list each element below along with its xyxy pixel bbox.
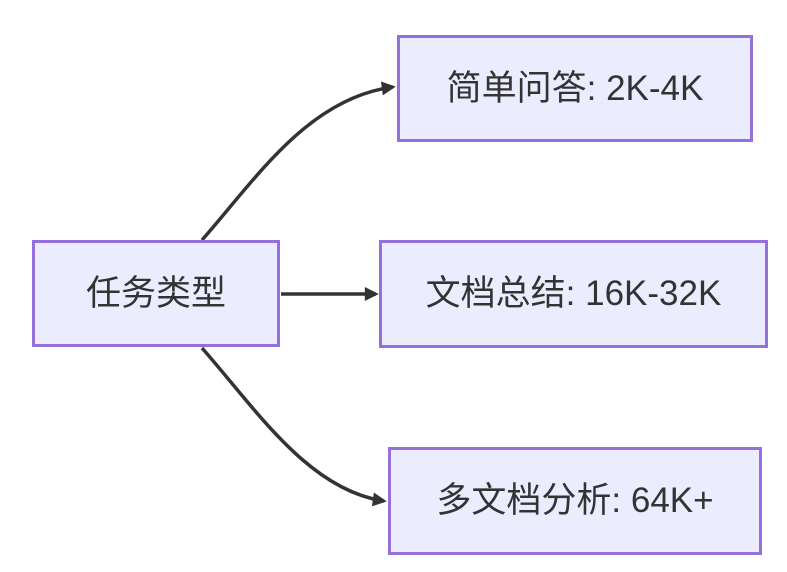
edge-root-to-multi-doc xyxy=(200,346,387,507)
node-task-type: 任务类型 xyxy=(32,240,280,347)
node-multi-doc-label: 多文档分析: 64K+ xyxy=(436,481,714,520)
node-doc-summary: 文档总结: 16K-32K xyxy=(379,240,768,348)
edge-root-to-simple-qa xyxy=(200,81,396,242)
node-task-type-label: 任务类型 xyxy=(85,273,226,313)
node-multi-doc: 多文档分析: 64K+ xyxy=(388,447,762,555)
node-simple-qa-label: 简单问答: 2K-4K xyxy=(446,68,704,108)
node-simple-qa: 简单问答: 2K-4K xyxy=(397,35,753,142)
node-doc-summary-label: 文档总结: 16K-32K xyxy=(425,274,722,313)
